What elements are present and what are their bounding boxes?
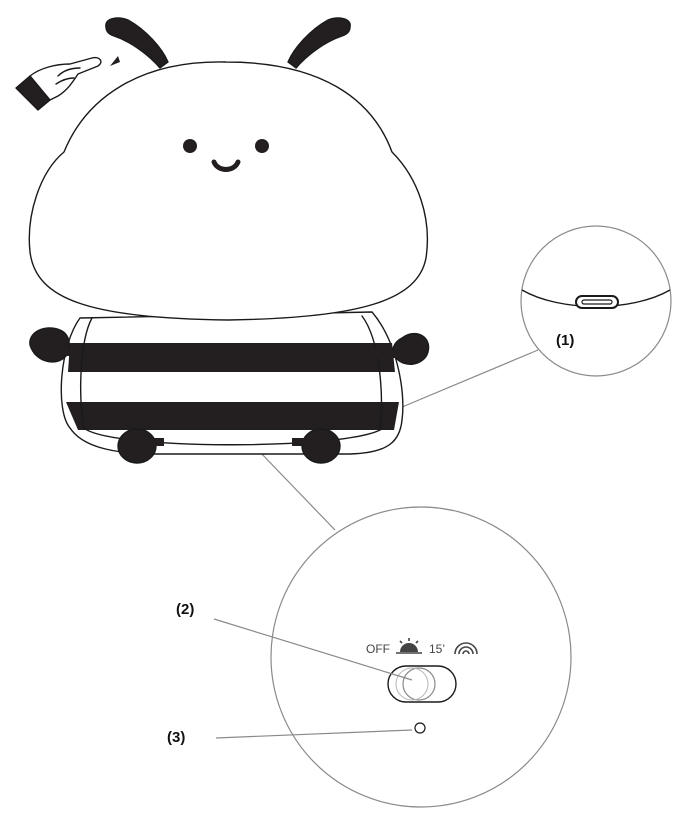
- leader-line-switch: [213, 618, 413, 681]
- body-stripe-bottom: [66, 402, 399, 430]
- body-side-right: [361, 315, 383, 431]
- hand-finger: [55, 67, 81, 85]
- body-outline: [60, 311, 404, 455]
- leader-line-bottom: [257, 449, 336, 531]
- arm-left-link: [62, 348, 82, 356]
- bee-arm-right: [372, 333, 430, 365]
- antenna-right: [287, 17, 351, 69]
- body-side-left: [80, 317, 93, 429]
- callout-label-2: (2): [176, 601, 194, 618]
- usb-port-callout: (1): [520, 225, 672, 377]
- rainbow-arc-3: [462, 650, 470, 655]
- eye-right: [255, 139, 269, 153]
- usb-c-port-icon: [575, 295, 619, 309]
- mouth: [211, 159, 241, 172]
- switch-knob: [402, 667, 436, 701]
- rainbow-icon: [454, 642, 478, 655]
- reset-hole: [414, 722, 426, 734]
- bottom-detail: OFF 15’ (2) (3): [167, 506, 572, 808]
- bee-foot-right: [292, 428, 341, 464]
- arm-right-link: [372, 350, 398, 358]
- arm-left-hand: [29, 327, 71, 363]
- arm-right-hand: [392, 333, 430, 365]
- sunrise-icon: [396, 638, 422, 654]
- rainbow-arc-1: [454, 642, 478, 655]
- leader-lines: [257, 349, 539, 531]
- bee-body: [60, 311, 404, 455]
- antenna-left: [105, 17, 169, 69]
- bottom-detail-circle: [270, 506, 572, 808]
- bee-foot-left: [117, 428, 164, 464]
- rainbow-arc-2: [458, 646, 474, 655]
- sunrise-ray-2: [399, 640, 403, 644]
- callout-label-3: (3): [167, 729, 185, 746]
- sunrise-ray-3: [415, 640, 419, 644]
- eye-left: [183, 139, 197, 153]
- bee-face: [183, 139, 269, 172]
- body-stripe-top: [68, 343, 395, 372]
- body-bottom-curve: [83, 427, 381, 446]
- switch-knob-shadow: [395, 667, 429, 701]
- callout-label-1: (1): [556, 332, 574, 349]
- tap-mark: [110, 56, 120, 66]
- bee-arm-left: [29, 327, 82, 363]
- switch-label-off: OFF: [366, 642, 390, 656]
- foot-left-link: [148, 438, 164, 446]
- hand-tap-icon: [15, 56, 120, 111]
- bee-figure: [28, 17, 430, 464]
- foot-right-link: [292, 438, 310, 446]
- sunrise-sun: [400, 643, 418, 652]
- mode-slide-switch: [387, 665, 457, 703]
- leader-line-usb: [394, 349, 539, 411]
- switch-label-timer: 15’: [429, 642, 445, 656]
- leader-line-reset: [215, 729, 413, 739]
- bee-head: [28, 61, 429, 321]
- usb-c-port-inner: [581, 299, 613, 305]
